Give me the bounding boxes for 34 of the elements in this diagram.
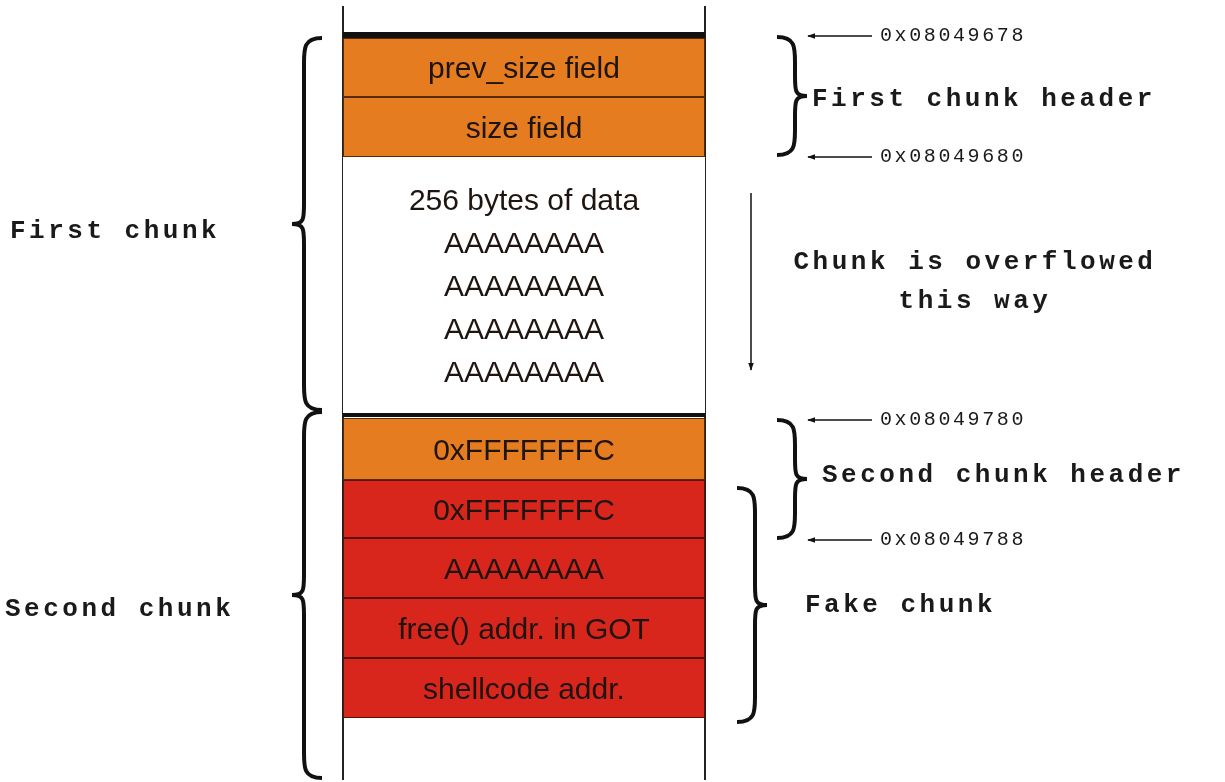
arrow xyxy=(807,417,873,423)
field-text: prev_size field xyxy=(428,50,620,86)
data-block xyxy=(343,157,705,413)
field-text: size field xyxy=(465,109,583,146)
region-label: Chunk is overflowed this way xyxy=(792,246,1158,318)
memory-field xyxy=(343,538,705,598)
field-text: AAAAAAAA xyxy=(443,550,605,587)
field-text: 256 bytes of data xyxy=(408,181,640,218)
field-text: AAAAAAAA xyxy=(443,267,605,304)
field-text: shellcode addr. xyxy=(423,670,625,707)
region-label: First chunk header xyxy=(812,83,1157,116)
memory-field xyxy=(343,38,705,97)
memory-field xyxy=(343,418,705,480)
region-label: Fake chunk xyxy=(805,589,998,622)
arrow xyxy=(807,33,873,39)
field-text: AAAAAAAA xyxy=(443,224,605,261)
address-text: 0x08049680 xyxy=(880,147,1027,167)
memory-field xyxy=(343,598,705,658)
field-text: AAAAAAAA xyxy=(443,353,605,390)
field-text: 0xFFFFFFFC xyxy=(433,491,615,528)
field-text: 0xFFFFFFFC xyxy=(433,431,615,468)
region-label: Second chunk header xyxy=(822,459,1186,492)
region-label: Second chunk xyxy=(5,593,236,626)
memory-field xyxy=(343,97,705,157)
arrow xyxy=(807,537,873,543)
field-text: AAAAAAAA xyxy=(443,310,605,347)
address-text: 0x08049780 xyxy=(880,410,1027,430)
memory-field xyxy=(343,480,705,538)
memory-field xyxy=(343,658,705,718)
address-text: 0x08049788 xyxy=(880,530,1027,550)
address-text: 0x08049678 xyxy=(880,26,1027,46)
field-text: free() addr. in GOT xyxy=(398,610,650,647)
region-label: First chunk xyxy=(10,215,222,248)
arrow xyxy=(807,154,873,160)
